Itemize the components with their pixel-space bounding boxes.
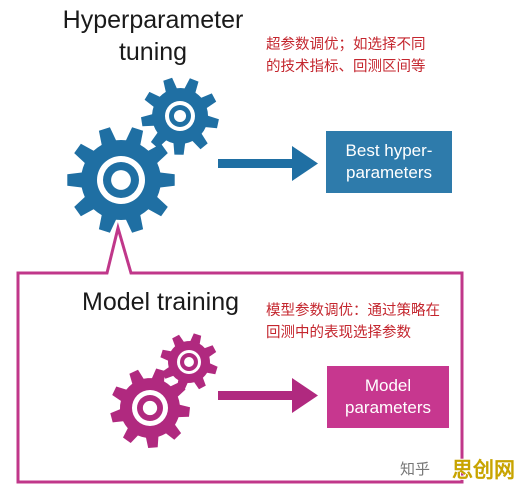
model-parameters-box: Model parameters [327,366,449,428]
arrow-right-icon [218,378,318,413]
model-training-frame [16,222,464,484]
hyperparameter-tuning-title: Hyperparameter tuning [62,6,244,66]
model-training-title: Model training [82,288,240,316]
watermark-brand: 思创网 [452,458,515,482]
gear-icon [110,368,190,448]
watermark-source: 知乎 [400,460,431,478]
hyperparameter-note: 超参数调优；如选择不同 的技术指标、回测区间等 [266,37,426,75]
arrow-right-icon [218,146,318,181]
gear-axle [173,109,187,123]
gear-icon [67,127,175,233]
model-training-note: 模型参数调优：通过策略在 回测中的表现选择参数 [266,303,440,341]
gear-icon [141,77,219,155]
gear-axle [184,357,194,367]
gear-axle [111,170,131,190]
gear-axle [142,400,158,416]
best-hyperparameters-box: Best hyper- parameters [326,131,452,193]
gear-icon [160,333,218,391]
